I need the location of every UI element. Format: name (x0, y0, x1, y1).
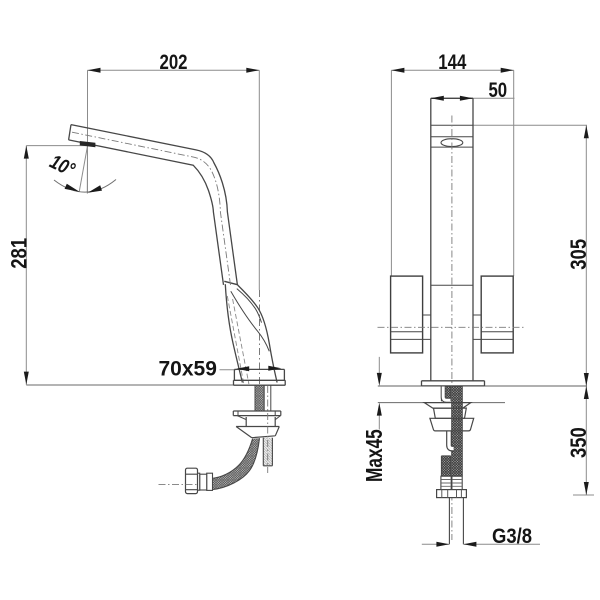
svg-text:50: 50 (488, 79, 507, 102)
svg-text:G3/8: G3/8 (492, 525, 532, 548)
svg-text:70x59: 70x59 (158, 358, 216, 381)
svg-text:305: 305 (568, 239, 592, 270)
svg-text:144: 144 (438, 51, 466, 74)
svg-text:281: 281 (8, 238, 32, 269)
svg-text:202: 202 (159, 51, 187, 74)
svg-text:10°: 10° (46, 149, 79, 181)
svg-text:Max45: Max45 (363, 429, 388, 482)
svg-text:350: 350 (568, 427, 592, 458)
